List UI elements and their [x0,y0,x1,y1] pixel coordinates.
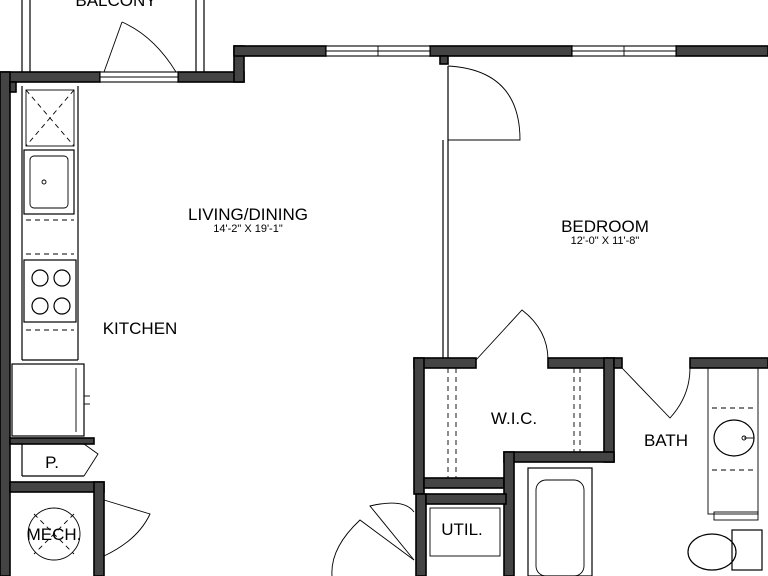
util-closet [331,493,507,576]
kitchen-label: KITCHEN [103,319,178,338]
bedroom-label: BEDROOM [561,217,649,236]
bedroom-dims: 12'-0" X 11'-8" [571,235,640,247]
window-bedroom [571,45,677,57]
partition-living-bedroom [439,55,521,360]
window-living [325,45,431,57]
kitchen-counter [11,86,90,437]
living-dims: 14'-2" X 19'-1" [213,223,283,235]
bath-walls [527,357,768,576]
balcony-door [99,21,179,83]
pantry-label: P. [45,453,59,472]
bath-label: BATH [644,431,688,450]
util-label: UTIL. [441,520,483,539]
wic-label: W.I.C. [491,409,537,428]
pantry [9,437,99,477]
mech-closet [9,481,151,576]
exterior-walls [0,45,768,576]
living-label: LIVING/DINING [188,205,308,224]
balcony-label: BALCONY [75,0,156,10]
balcony-rail [21,0,205,74]
mech-label: MECH. [27,525,82,544]
